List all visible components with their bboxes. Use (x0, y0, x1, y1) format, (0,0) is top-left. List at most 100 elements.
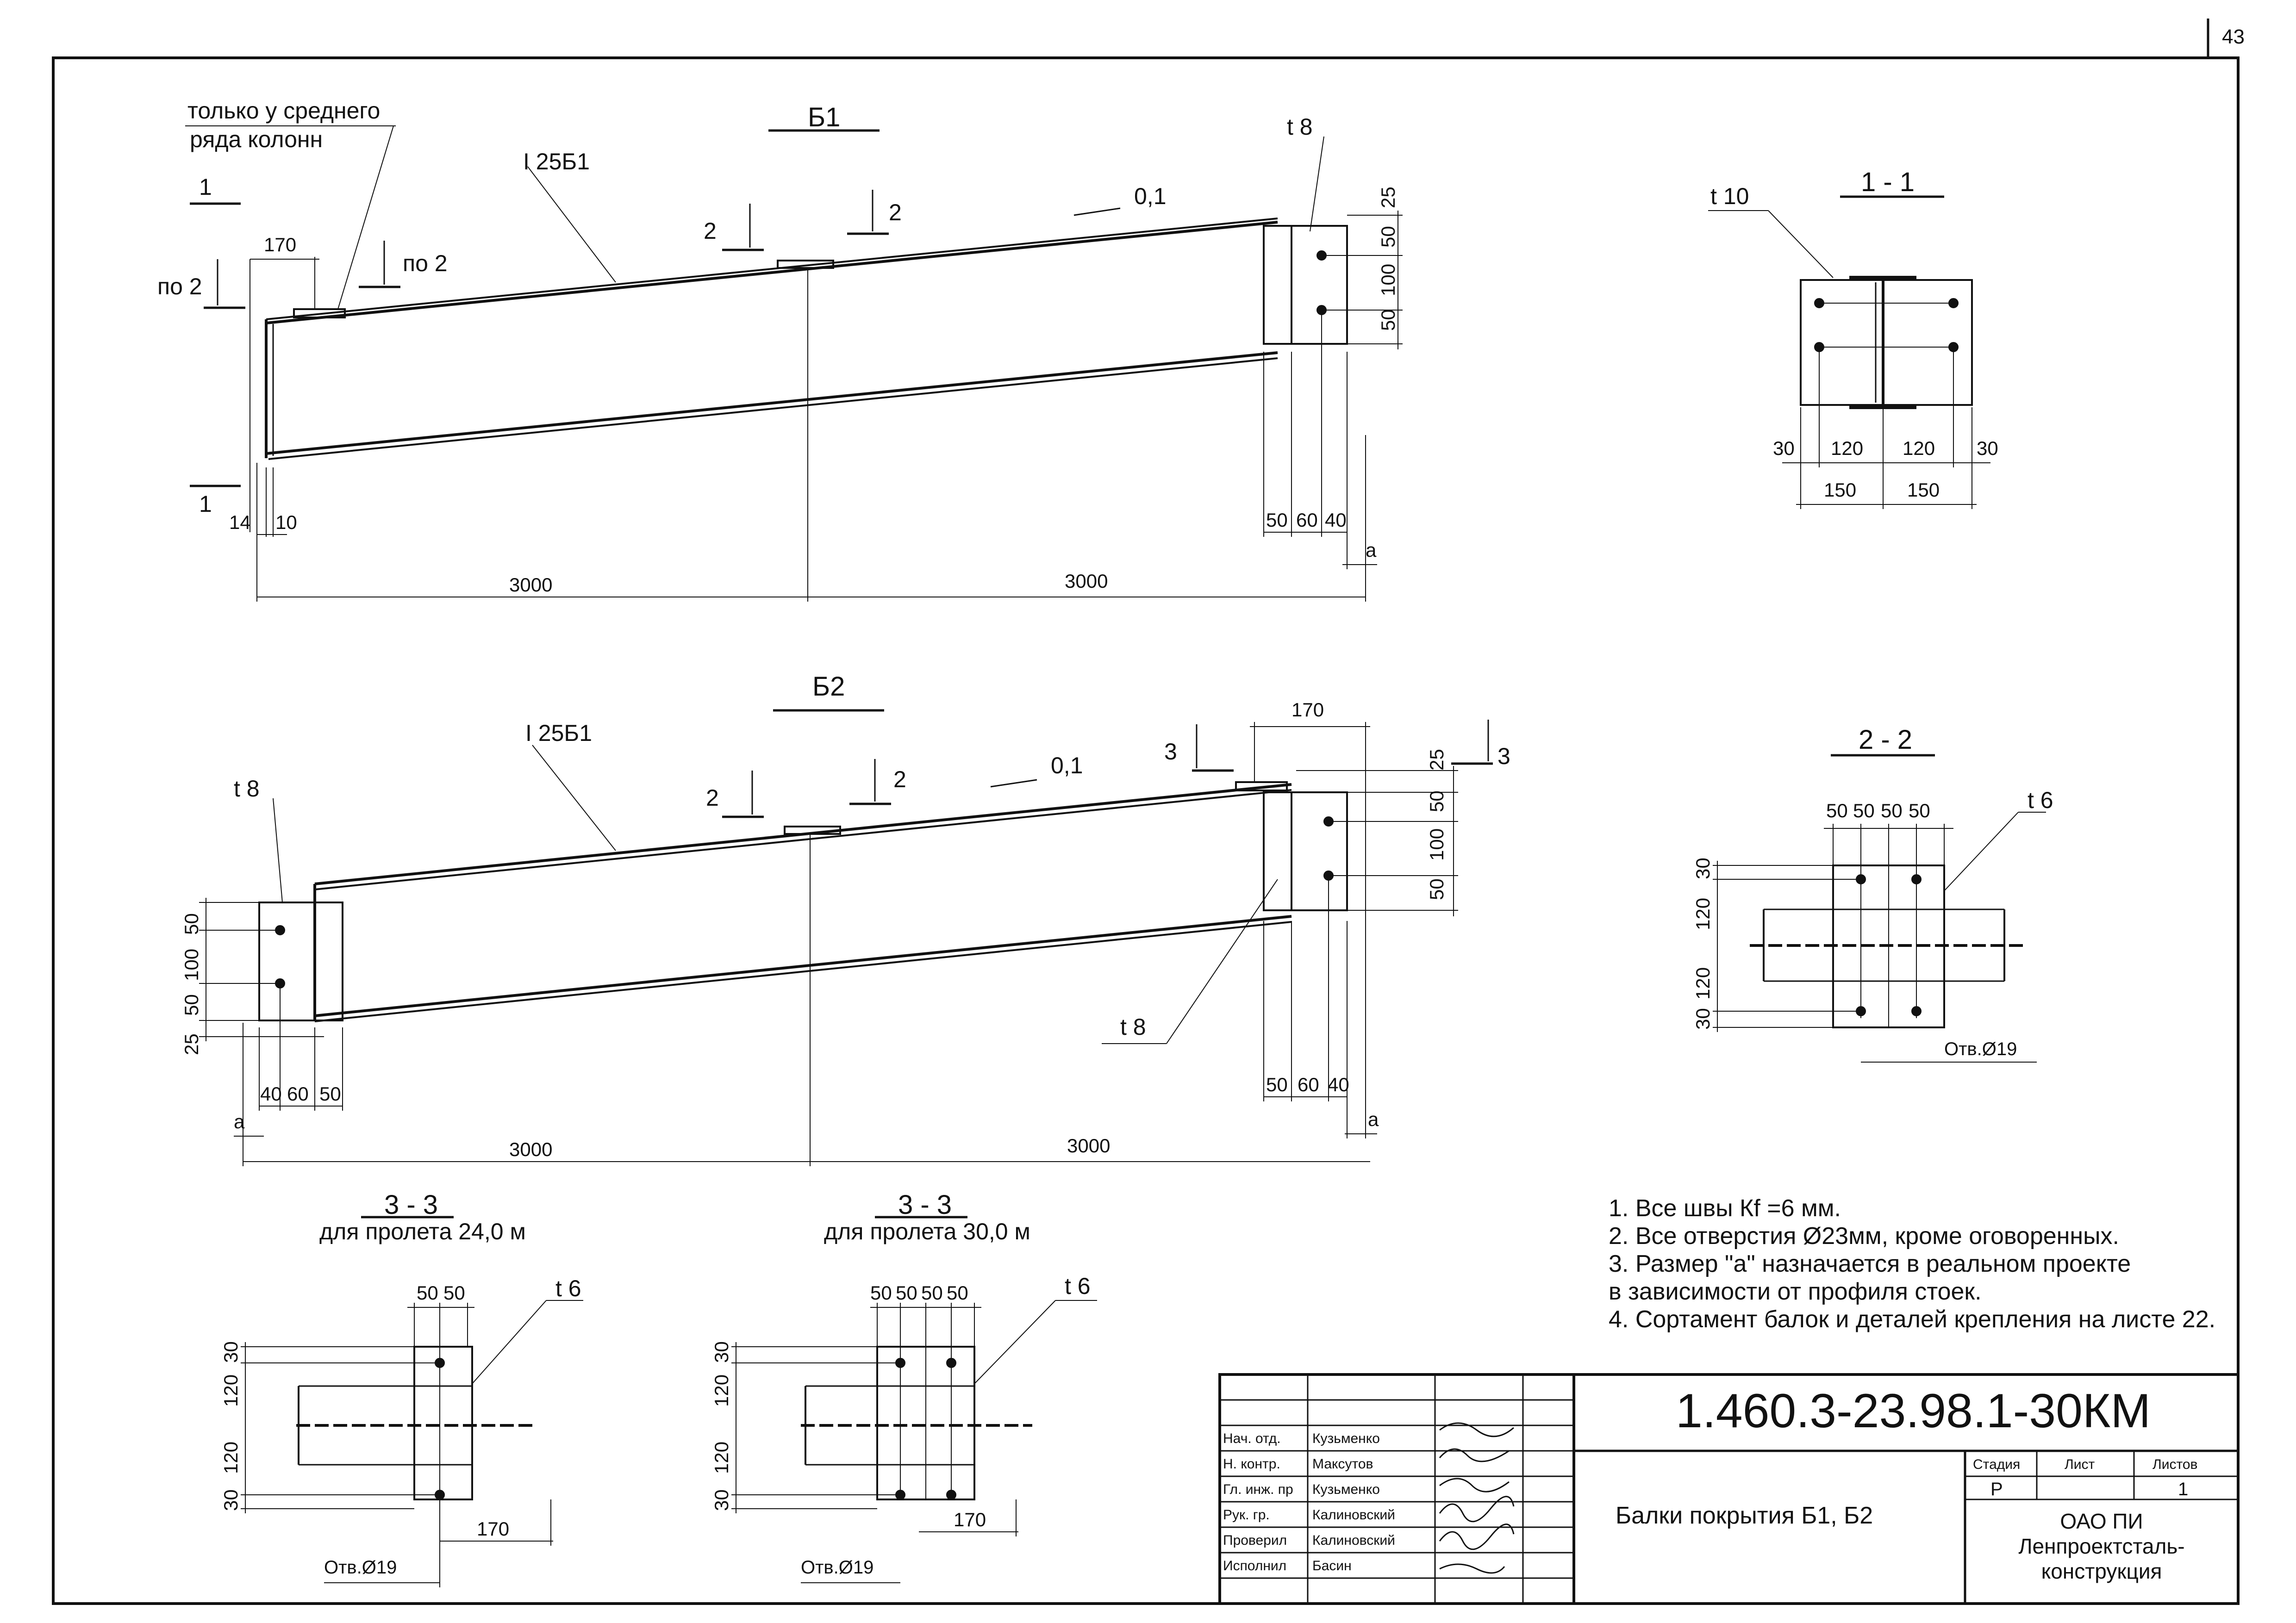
s22-side-dim-3: 120 (1692, 967, 1714, 1000)
b1-dim-50a: 50 (1377, 226, 1399, 248)
b1-cut1-top: 1 (199, 174, 212, 200)
sheet-header: Лист (2065, 1457, 2095, 1472)
beam-b2-drawing (199, 709, 1493, 1166)
b1-dim-25: 25 (1377, 187, 1399, 208)
note-1: 1. Все швы Кf =6 мм. (1609, 1195, 1841, 1222)
s33b-dim-170: 170 (954, 1509, 986, 1530)
org-line3: конструкция (2041, 1559, 2162, 1583)
s11-dim-120-left: 120 (1831, 437, 1864, 459)
b2-dim-60r: 60 (1298, 1074, 1319, 1095)
b2-dim-100r: 100 (1426, 828, 1447, 861)
b1-cut2-left: 2 (704, 218, 717, 244)
s33b-hole: Отв.Ø19 (801, 1557, 874, 1578)
s22-side-dim-4: 30 (1692, 1008, 1714, 1030)
tb-name-3: Кузьменко (1312, 1482, 1380, 1497)
beam-b1-drawing (185, 125, 1403, 602)
title-block-frame (1218, 1373, 2240, 1605)
b2-plate-bottom: t 8 (1120, 1014, 1146, 1040)
b1-plate: t 8 (1287, 114, 1313, 140)
tb-name-2: Максутов (1312, 1456, 1373, 1472)
s22-top-dim-2: 50 (1853, 800, 1875, 821)
sheets-header: Листов (2152, 1457, 2198, 1472)
stage-value: Р (1990, 1479, 2003, 1499)
note-4: 4. Сортамент балок и деталей крепления н… (1609, 1306, 2216, 1333)
b1-span2: 3000 (1065, 570, 1108, 592)
s33b-side-dim-3: 120 (711, 1441, 732, 1474)
sheet-name: Балки покрытия Б1, Б2 (1616, 1502, 1873, 1529)
s33b-top-dim-3: 50 (921, 1282, 943, 1304)
b2-cut2-right: 2 (893, 766, 906, 792)
b2-dim-a-left: a (234, 1111, 245, 1132)
s11-dim-150-right: 150 (1907, 479, 1940, 501)
s33b-side-dim-4: 30 (711, 1489, 732, 1511)
s33b-side-dim-2: 120 (711, 1374, 732, 1407)
b2-dim-40l: 40 (260, 1083, 282, 1105)
b2-dim-50l2: 50 (181, 994, 202, 1016)
s11-dim-150-left: 150 (1824, 479, 1857, 501)
b2-cut3-right: 3 (1497, 743, 1510, 769)
tb-name-6: Басин (1312, 1558, 1352, 1573)
section-3-3-24-plate: t 6 (555, 1275, 581, 1301)
s22-top-dim-4: 50 (1909, 800, 1930, 821)
s33a-dim-170: 170 (477, 1518, 510, 1540)
s22-side-dim-1: 30 (1692, 858, 1714, 879)
b1-note-line1: только у среднего (187, 98, 381, 124)
b1-dim-50c: 50 (1266, 509, 1288, 531)
b1-dim-40: 40 (1325, 509, 1347, 531)
section-1-1-title: 1 - 1 (1861, 167, 1915, 197)
b1-dim-60: 60 (1296, 509, 1318, 531)
b2-profile: I 25Б1 (525, 720, 593, 746)
b2-dim-50r1: 50 (1426, 790, 1447, 812)
note-3-cont: в зависимости от профиля стоек. (1609, 1278, 1982, 1305)
b1-span1: 3000 (509, 574, 553, 596)
org-line1: ОАО ПИ (2060, 1509, 2143, 1533)
section-3-3-24-subtitle: для пролета 24,0 м (319, 1219, 526, 1244)
section-3-3-30-title: 3 - 3 (898, 1190, 952, 1220)
b2-dim-50l: 50 (319, 1083, 341, 1105)
section-3-3-30-subtitle: для пролета 30,0 м (824, 1219, 1030, 1244)
s22-top-dim-3: 50 (1881, 800, 1903, 821)
b2-slope: 0,1 (1051, 752, 1083, 778)
section-1-1-drawing (1708, 195, 1990, 509)
b1-cut2-right: 2 (889, 199, 902, 225)
b2-dim-a-right: a (1368, 1108, 1379, 1130)
b2-dim-50r: 50 (1266, 1074, 1288, 1095)
note-3: 3. Размер "а" назначается в реальном про… (1609, 1250, 2131, 1277)
tb-name-1: Кузьменко (1312, 1431, 1380, 1446)
s11-dim-30-right: 30 (1977, 437, 1998, 459)
s33b-top-dim-2: 50 (896, 1282, 917, 1304)
beam-b1-title: Б1 (808, 102, 841, 132)
s33b-top-dim-1: 50 (870, 1282, 892, 1304)
b1-profile: I 25Б1 (523, 149, 590, 174)
s33a-top-dim-2: 50 (443, 1282, 465, 1304)
tb-role-4: Рук. гр. (1223, 1507, 1270, 1523)
b2-cut3-left: 3 (1164, 739, 1177, 765)
s33a-top-dim-1: 50 (417, 1282, 438, 1304)
b2-dim-50r2: 50 (1426, 878, 1447, 900)
s33a-side-dim-3: 120 (220, 1441, 242, 1474)
b1-note-line2: ряда колонн (190, 126, 323, 152)
beam-b2-title: Б2 (812, 672, 845, 702)
s22-top-dim-1: 50 (1826, 800, 1848, 821)
b1-dim-170: 170 (264, 234, 297, 255)
b1-dim-100: 100 (1377, 263, 1399, 296)
b1-slope: 0,1 (1134, 183, 1167, 209)
s22-hole: Отв.Ø19 (1944, 1039, 2017, 1059)
b1-dim-14: 14 (229, 511, 251, 533)
b2-dim-25l: 25 (181, 1033, 202, 1055)
b2-dim-50l1: 50 (181, 913, 202, 935)
section-2-2-plate: t 6 (2028, 787, 2053, 813)
tb-name-5: Калиновский (1312, 1533, 1395, 1548)
b1-dim-50b: 50 (1377, 309, 1399, 331)
sheet-frame (52, 56, 2240, 1605)
s33a-side-dim-4: 30 (220, 1489, 242, 1511)
section-3-3-24-drawing (241, 1216, 583, 1587)
b2-plate-left: t 8 (234, 776, 260, 802)
b1-po2-left: по 2 (157, 274, 202, 299)
tb-role-6: Исполнил (1223, 1558, 1287, 1573)
section-2-2-title: 2 - 2 (1859, 725, 1913, 755)
note-2: 2. Все отверстия Ø23мм, кроме оговоренны… (1609, 1223, 2119, 1250)
tb-name-4: Калиновский (1312, 1507, 1395, 1523)
s33a-hole: Отв.Ø19 (324, 1557, 397, 1578)
